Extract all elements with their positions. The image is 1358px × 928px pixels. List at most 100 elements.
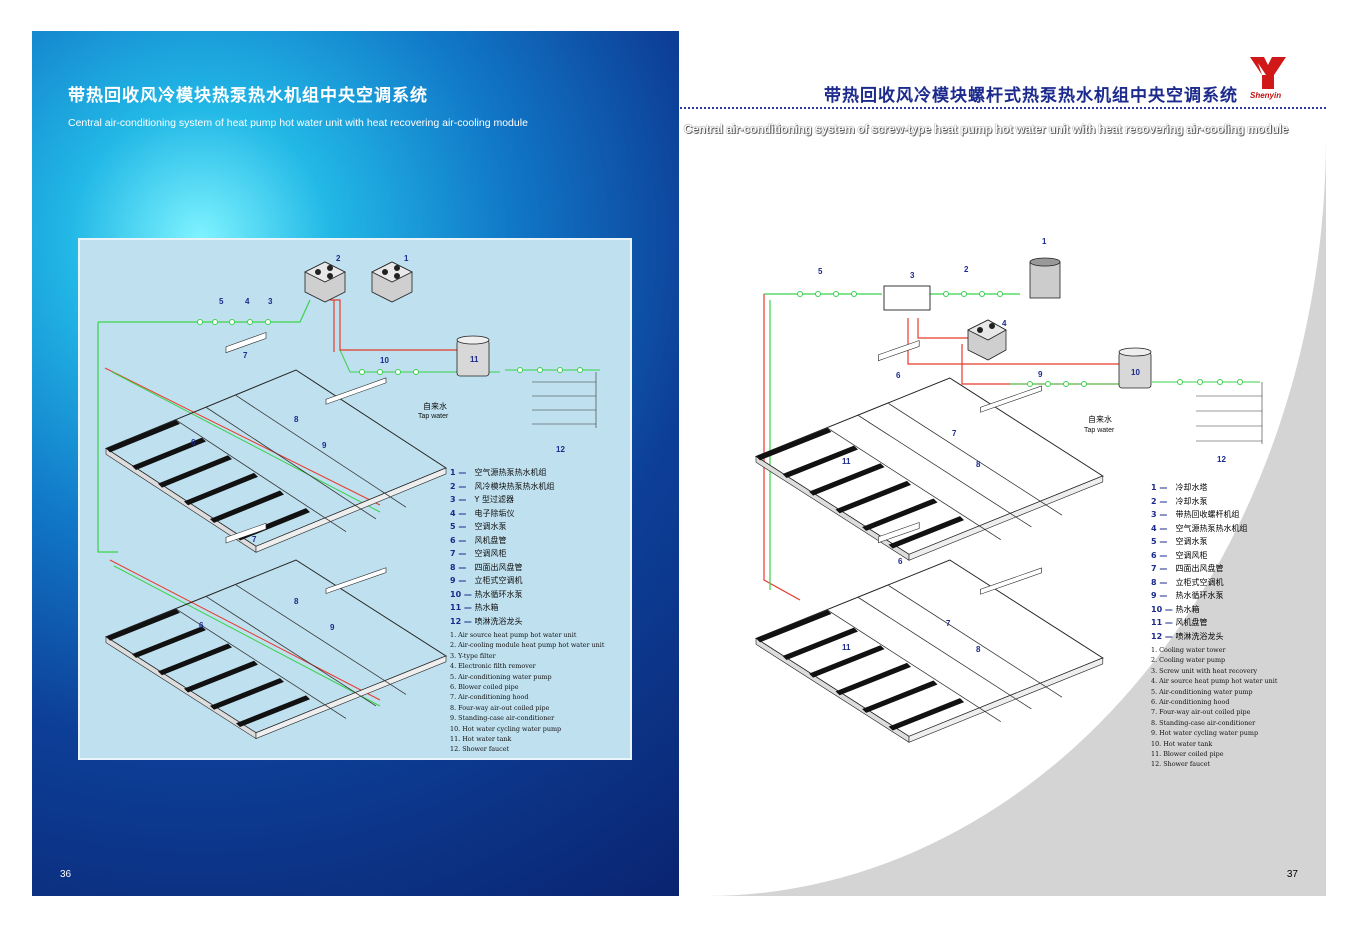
legend-text: 热水箱 bbox=[1173, 604, 1200, 614]
svg-text:11: 11 bbox=[842, 643, 851, 652]
legend-item-en: 10. Hot water cycling water pump bbox=[450, 724, 562, 733]
svg-text:5: 5 bbox=[219, 297, 224, 306]
legend-number: 10 — bbox=[1151, 604, 1173, 614]
legend-item-en: 1. Air source heat pump hot water unit bbox=[450, 631, 577, 639]
legend-number: 8 — bbox=[1151, 577, 1168, 587]
right-tap-water-cn: 自来水 bbox=[1088, 414, 1112, 424]
right-page: 带热回收风冷模块螺杆式热泵热水机组中央空调系统 Central air-cond… bbox=[680, 31, 1326, 896]
legend-text: 立柜式空调机 bbox=[1173, 577, 1224, 587]
svg-text:6: 6 bbox=[896, 371, 901, 380]
shenyin-logo: Shenyin bbox=[1246, 53, 1290, 103]
right-page-title-cn: 带热回收风冷模块螺杆式热泵热水机组中央空调系统 bbox=[824, 86, 1238, 106]
svg-text:10: 10 bbox=[1131, 368, 1140, 377]
svg-text:6: 6 bbox=[199, 621, 204, 630]
legend-number: 12 — bbox=[1151, 631, 1173, 641]
legend-text: 电子除垢仪 bbox=[472, 508, 515, 518]
svg-text:4: 4 bbox=[245, 297, 250, 306]
svg-text:8: 8 bbox=[294, 597, 299, 606]
svg-text:1: 1 bbox=[404, 254, 409, 263]
legend-text: 空气源热泵热水机组 bbox=[1173, 523, 1248, 533]
svg-text:5: 5 bbox=[818, 267, 823, 276]
legend-item-cn: 4 — 电子除垢仪 bbox=[450, 507, 604, 521]
left-tap-water-cn: 自来水 bbox=[423, 401, 447, 411]
legend-number: 12 — bbox=[450, 616, 472, 626]
brand-name: Shenyin bbox=[1250, 91, 1282, 100]
svg-text:3: 3 bbox=[910, 271, 915, 280]
svg-text:4: 4 bbox=[1002, 319, 1007, 328]
legend-text: 四面出风盘管 bbox=[1173, 564, 1224, 573]
legend-text: 热水循环水泵 bbox=[472, 589, 523, 599]
legend-number: 7 — bbox=[450, 549, 467, 558]
svg-text:7: 7 bbox=[243, 351, 248, 360]
legend-text: 空调风柜 bbox=[1173, 550, 1208, 560]
legend-item-en: 10. Hot water tank bbox=[1151, 739, 1213, 748]
legend-number: 11 — bbox=[450, 603, 472, 612]
legend-item-en: 6. Air-conditioning hood bbox=[1151, 698, 1230, 707]
legend-item-en: 6. Blower coiled pipe bbox=[450, 683, 519, 692]
legend-item-en: 2. Cooling water pump bbox=[1151, 656, 1226, 665]
legend-item-cn: 9 — 立柜式空调机 bbox=[450, 574, 604, 588]
svg-text:10: 10 bbox=[380, 356, 389, 365]
legend-number: 5 — bbox=[450, 522, 467, 531]
legend-item-en: 9. Hot water cycling water pump bbox=[1151, 729, 1259, 738]
legend-text: 风机盘管 bbox=[1173, 618, 1208, 627]
legend-number: 11 — bbox=[1151, 618, 1173, 627]
svg-text:11: 11 bbox=[470, 355, 479, 364]
left-page-title-cn: 带热回收风冷模块热泵热水机组中央空调系统 bbox=[68, 86, 428, 106]
legend-text: 空调风柜 bbox=[472, 549, 507, 558]
legend-item-en: 7. Air-conditioning hood bbox=[450, 693, 529, 702]
legend-number: 4 — bbox=[1151, 523, 1168, 533]
title-dotted-divider bbox=[680, 107, 1326, 109]
left-tap-water-en: Tap water bbox=[418, 413, 449, 420]
legend-item-cn: 5 — 空调水泵 bbox=[1151, 535, 1277, 549]
legend-item-cn: 2 — 冷却水泵 bbox=[1151, 495, 1277, 509]
legend-item-en: 12. Shower faucet bbox=[1151, 760, 1211, 769]
legend-item-cn: 11 — 热水箱 bbox=[450, 601, 604, 615]
svg-text:8: 8 bbox=[294, 415, 299, 424]
legend-number: 1 — bbox=[1151, 483, 1168, 492]
left-page-title-en: Central air-conditioning system of heat … bbox=[68, 117, 528, 129]
svg-text:9: 9 bbox=[322, 441, 327, 450]
legend-item-cn: 7 — 空调风柜 bbox=[450, 547, 604, 561]
legend-text: 立柜式空调机 bbox=[472, 576, 523, 585]
legend-item-en: 2. Air-cooling module heat pump hot wate… bbox=[450, 641, 605, 650]
legend-text: Y 型过滤器 bbox=[472, 495, 514, 504]
legend-text: 空调水泵 bbox=[472, 522, 507, 531]
svg-text:6: 6 bbox=[898, 557, 903, 566]
svg-text:8: 8 bbox=[976, 460, 981, 469]
svg-text:9: 9 bbox=[330, 623, 335, 632]
legend-number: 9 — bbox=[450, 576, 467, 585]
right-tap-water-en: Tap water bbox=[1084, 427, 1115, 434]
legend-item-en: 8. Standing-case air-conditioner bbox=[1151, 718, 1256, 727]
legend-item-en: 7. Four-way air-out coiled pipe bbox=[1151, 708, 1251, 717]
legend-text: 热水箱 bbox=[472, 603, 499, 612]
legend-item-en: 4. Air source heat pump hot water unit bbox=[1151, 677, 1278, 686]
legend-text: 四面出风盘管 bbox=[472, 562, 523, 572]
svg-text:7: 7 bbox=[946, 619, 951, 628]
legend-text: 冷却水泵 bbox=[1173, 496, 1208, 506]
legend-number: 4 — bbox=[450, 508, 467, 518]
legend-item-cn: 1 — 冷却水塔 bbox=[1151, 481, 1277, 495]
right-page-number: 37 bbox=[1286, 869, 1298, 880]
legend-item-cn: 6 — 风机盘管 bbox=[450, 534, 604, 548]
legend-number: 10 — bbox=[450, 589, 472, 599]
left-page-number: 36 bbox=[60, 869, 72, 880]
legend-text: 带热回收螺杆机组 bbox=[1173, 510, 1240, 519]
svg-text:7: 7 bbox=[252, 535, 257, 544]
legend-item-en: 9. Standing-case air-conditioner bbox=[450, 714, 555, 723]
legend-number: 6 — bbox=[1151, 550, 1168, 560]
legend-item-cn: 12 — 喷淋洗浴龙头 bbox=[1151, 630, 1277, 644]
legend-item-en: 5. Air-conditioning water pump bbox=[1151, 687, 1253, 696]
legend-item-en: 4. Electronic filth remover bbox=[450, 662, 536, 671]
legend-number: 9 — bbox=[1151, 591, 1168, 600]
legend-item-cn: 2 — 风冷模块热泵热水机组 bbox=[450, 480, 604, 494]
svg-text:8: 8 bbox=[976, 645, 981, 654]
left-legend-en: 1. Air source heat pump hot water unit 2.… bbox=[450, 630, 604, 755]
legend-number: 1 — bbox=[450, 468, 467, 477]
legend-item-cn: 8 — 立柜式空调机 bbox=[1151, 576, 1277, 590]
right-page-title-en: Central air-conditioning system of screw… bbox=[683, 122, 1289, 136]
legend-item-cn: 7 — 四面出风盘管 bbox=[1151, 562, 1277, 576]
